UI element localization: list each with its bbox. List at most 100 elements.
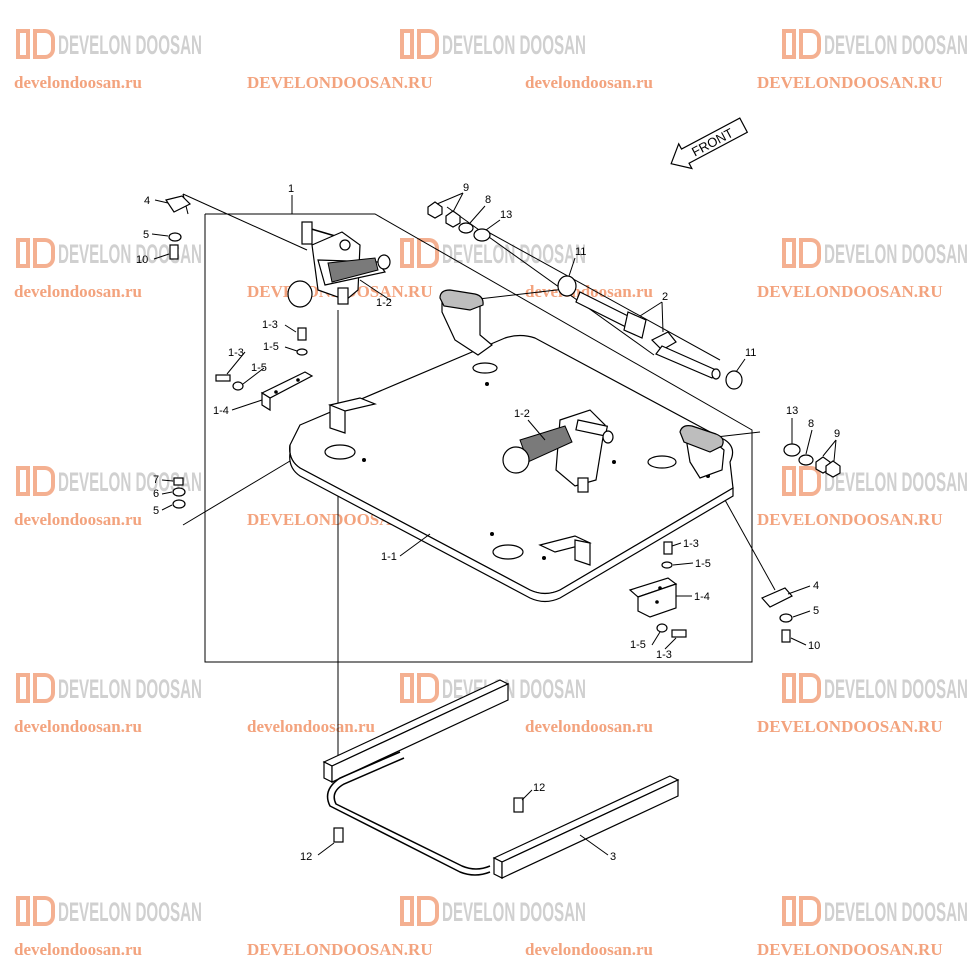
callout-1-3-a: 1-3 <box>262 319 278 331</box>
pin-2-upper <box>575 291 647 339</box>
watermark-mark-icon <box>400 896 414 926</box>
watermark-url: DEVELONDOOSAN.RU <box>757 510 943 529</box>
watermark-brand: DEVELON DOOSAN <box>58 674 202 704</box>
callout-1-5-c: 1-5 <box>695 558 711 570</box>
watermark-mark-icon <box>16 673 30 703</box>
watermark-mark-icon <box>782 896 796 926</box>
watermark-brand: DEVELON DOOSAN <box>442 239 586 269</box>
watermark-url: develondoosan.ru <box>14 717 142 736</box>
watermark-url: DEVELONDOOSAN.RU <box>757 73 943 92</box>
callout-1-5-a: 1-5 <box>263 341 279 353</box>
watermark-brand: DEVELON DOOSAN <box>824 239 968 269</box>
callout-11-right: 11 <box>745 347 756 359</box>
callout-1-3-b: 1-3 <box>228 347 244 359</box>
callout-3: 3 <box>610 851 616 863</box>
watermark-mark-icon <box>16 466 30 496</box>
callout-6: 6 <box>153 488 159 500</box>
watermark-brand: DEVELON DOOSAN <box>824 467 968 497</box>
watermark-url: develondoosan.ru <box>14 73 142 92</box>
callout-1-4-left: 1-4 <box>213 405 229 417</box>
watermark-mark-icon <box>782 29 796 59</box>
watermark-url: develondoosan.ru <box>525 282 653 301</box>
bracket-left <box>260 371 314 412</box>
watermark-logo: DEVELON DOOSAN <box>16 673 202 704</box>
bracket-right <box>628 577 678 618</box>
callout-1-1: 1-1 <box>381 551 397 563</box>
watermark-url: develondoosan.ru <box>247 717 375 736</box>
watermark-mark-icon <box>400 673 414 703</box>
callouts: 1 1-1 1-2 1-2 1-3 1-3 1-3 1-3 1-4 1-4 1-… <box>136 182 840 863</box>
watermark-logo: DEVELON DOOSAN <box>782 29 968 60</box>
watermark-mark-icon <box>16 29 30 59</box>
callout-1-4-right: 1-4 <box>694 591 710 603</box>
hinge-block-left <box>439 289 493 356</box>
callout-4-left: 4 <box>144 195 150 207</box>
callout-5-a: 5 <box>143 229 149 241</box>
watermark-logo: DEVELON DOOSAN <box>400 238 586 269</box>
watermark-logo: DEVELON DOOSAN <box>782 238 968 269</box>
watermark-mark-icon <box>782 466 796 496</box>
callout-8-right: 8 <box>808 418 814 430</box>
callout-12-top: 12 <box>533 782 545 794</box>
watermark-url: develondoosan.ru <box>14 282 142 301</box>
callout-10-left: 10 <box>136 254 148 266</box>
slide-rail-assembly <box>322 679 680 879</box>
watermark-mark-icon <box>782 673 796 703</box>
callout-9-right: 9 <box>834 428 840 440</box>
watermark-url: develondoosan.ru <box>14 510 142 529</box>
watermark-url: develondoosan.ru <box>525 717 653 736</box>
callout-5-c: 5 <box>813 605 819 617</box>
latch-right <box>502 409 614 493</box>
callout-10-right: 10 <box>808 640 820 652</box>
watermark-brand: DEVELON DOOSAN <box>58 30 202 60</box>
hardware <box>165 195 841 843</box>
watermark-brand: DEVELON DOOSAN <box>824 30 968 60</box>
watermark-url: DEVELONDOOSAN.RU <box>247 73 433 92</box>
watermark-mark-icon <box>16 896 30 926</box>
watermark-url: DEVELONDOOSAN.RU <box>247 940 433 959</box>
callout-13-top: 13 <box>500 209 512 221</box>
assembly-outline <box>204 213 753 663</box>
callout-4-right: 4 <box>813 580 819 592</box>
hinge-block-right <box>679 425 725 479</box>
watermark-brand: DEVELON DOOSAN <box>58 897 202 927</box>
callout-12-bottom: 12 <box>300 851 312 863</box>
watermark-url: develondoosan.ru <box>525 940 653 959</box>
watermark-logo: DEVELON DOOSAN <box>782 466 968 497</box>
callout-5-b: 5 <box>153 505 159 517</box>
watermark-url: DEVELONDOOSAN.RU <box>757 717 943 736</box>
watermark-url: develondoosan.ru <box>14 940 142 959</box>
callout-1: 1 <box>288 183 294 195</box>
callout-1-5-b: 1-5 <box>251 362 267 374</box>
watermark-brand: DEVELON DOOSAN <box>442 897 586 927</box>
watermark-brand: DEVELON DOOSAN <box>442 30 586 60</box>
pin-2-lower <box>650 331 721 380</box>
watermark-logo: DEVELON DOOSAN <box>782 673 968 704</box>
watermark-mark-icon <box>400 29 414 59</box>
watermark-logo: DEVELON DOOSAN <box>16 29 202 60</box>
callout-11-top: 11 <box>575 246 586 258</box>
watermark-logo: DEVELON DOOSAN <box>400 896 586 927</box>
watermark-logo: DEVELON DOOSAN <box>782 896 968 927</box>
watermark-url: develondoosan.ru <box>525 73 653 92</box>
callout-9-top: 9 <box>463 182 469 194</box>
callout-1-2-right: 1-2 <box>514 408 530 420</box>
callout-1-5-d: 1-5 <box>630 639 646 651</box>
callout-7: 7 <box>153 474 159 486</box>
callout-1-3-d: 1-3 <box>656 649 672 661</box>
watermark-brand: DEVELON DOOSAN <box>824 897 968 927</box>
callout-13-right: 13 <box>786 405 798 417</box>
watermark-url: DEVELONDOOSAN.RU <box>757 282 943 301</box>
callout-1-3-c: 1-3 <box>683 538 699 550</box>
watermark-brand: DEVELON DOOSAN <box>58 239 202 269</box>
callout-1-2-top: 1-2 <box>376 297 392 309</box>
watermark-mark-icon <box>400 238 414 268</box>
callout-8-top: 8 <box>485 194 491 206</box>
watermark-url: DEVELONDOOSAN.RU <box>757 940 943 959</box>
latch-top <box>287 221 391 308</box>
front-arrow: FRONT <box>670 117 749 170</box>
watermark-brand: DEVELON DOOSAN <box>824 674 968 704</box>
callout-2: 2 <box>662 291 668 303</box>
watermark-logo: DEVELON DOOSAN <box>16 896 202 927</box>
